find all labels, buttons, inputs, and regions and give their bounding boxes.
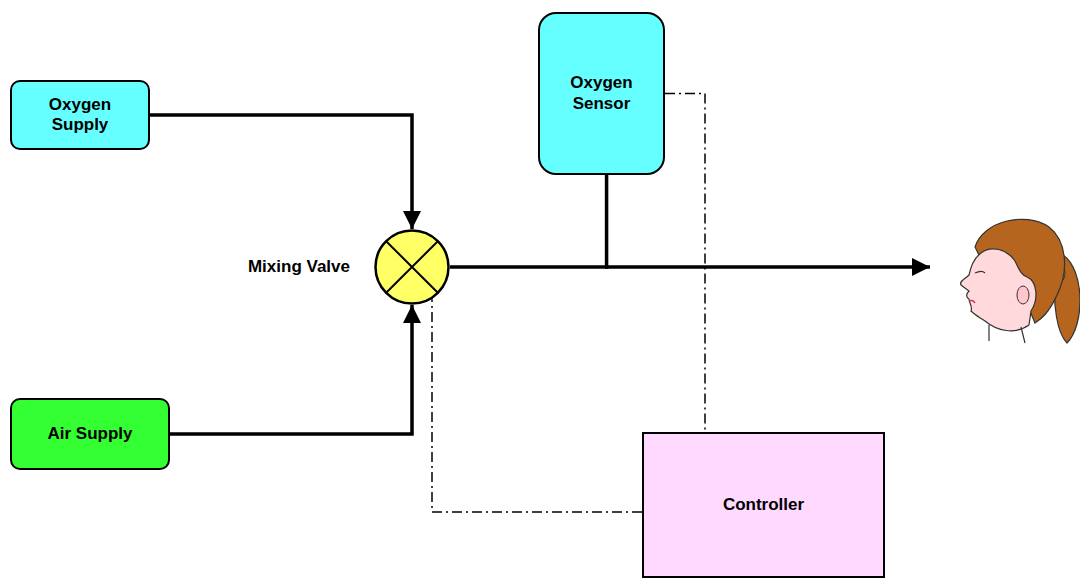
box-label: Controller (723, 495, 804, 515)
supply-box: Oxygen Supply (10, 80, 150, 150)
box-label: Air Supply (47, 424, 132, 444)
valve-label: Mixing Valve (248, 257, 350, 277)
gas-line (450, 175, 607, 267)
signal-line (432, 299, 642, 512)
sensor-box: Oxygen Sensor (538, 12, 665, 175)
output-line (605, 265, 930, 269)
valve-symbol (374, 229, 450, 305)
box-label: Oxygen Sensor (557, 73, 647, 114)
valve-cross (386, 241, 438, 293)
signal-line (665, 94, 705, 433)
gas-line (170, 305, 412, 434)
patient-head (961, 219, 1080, 343)
valve-circle (376, 231, 449, 304)
supply-box: Air Supply (10, 398, 170, 470)
gas-line (150, 115, 412, 229)
mixing-valve: Mixing Valve (374, 229, 450, 305)
box-label: Oxygen Supply (35, 95, 125, 136)
valve-cross (386, 241, 438, 293)
controller-box: Controller (642, 432, 885, 578)
